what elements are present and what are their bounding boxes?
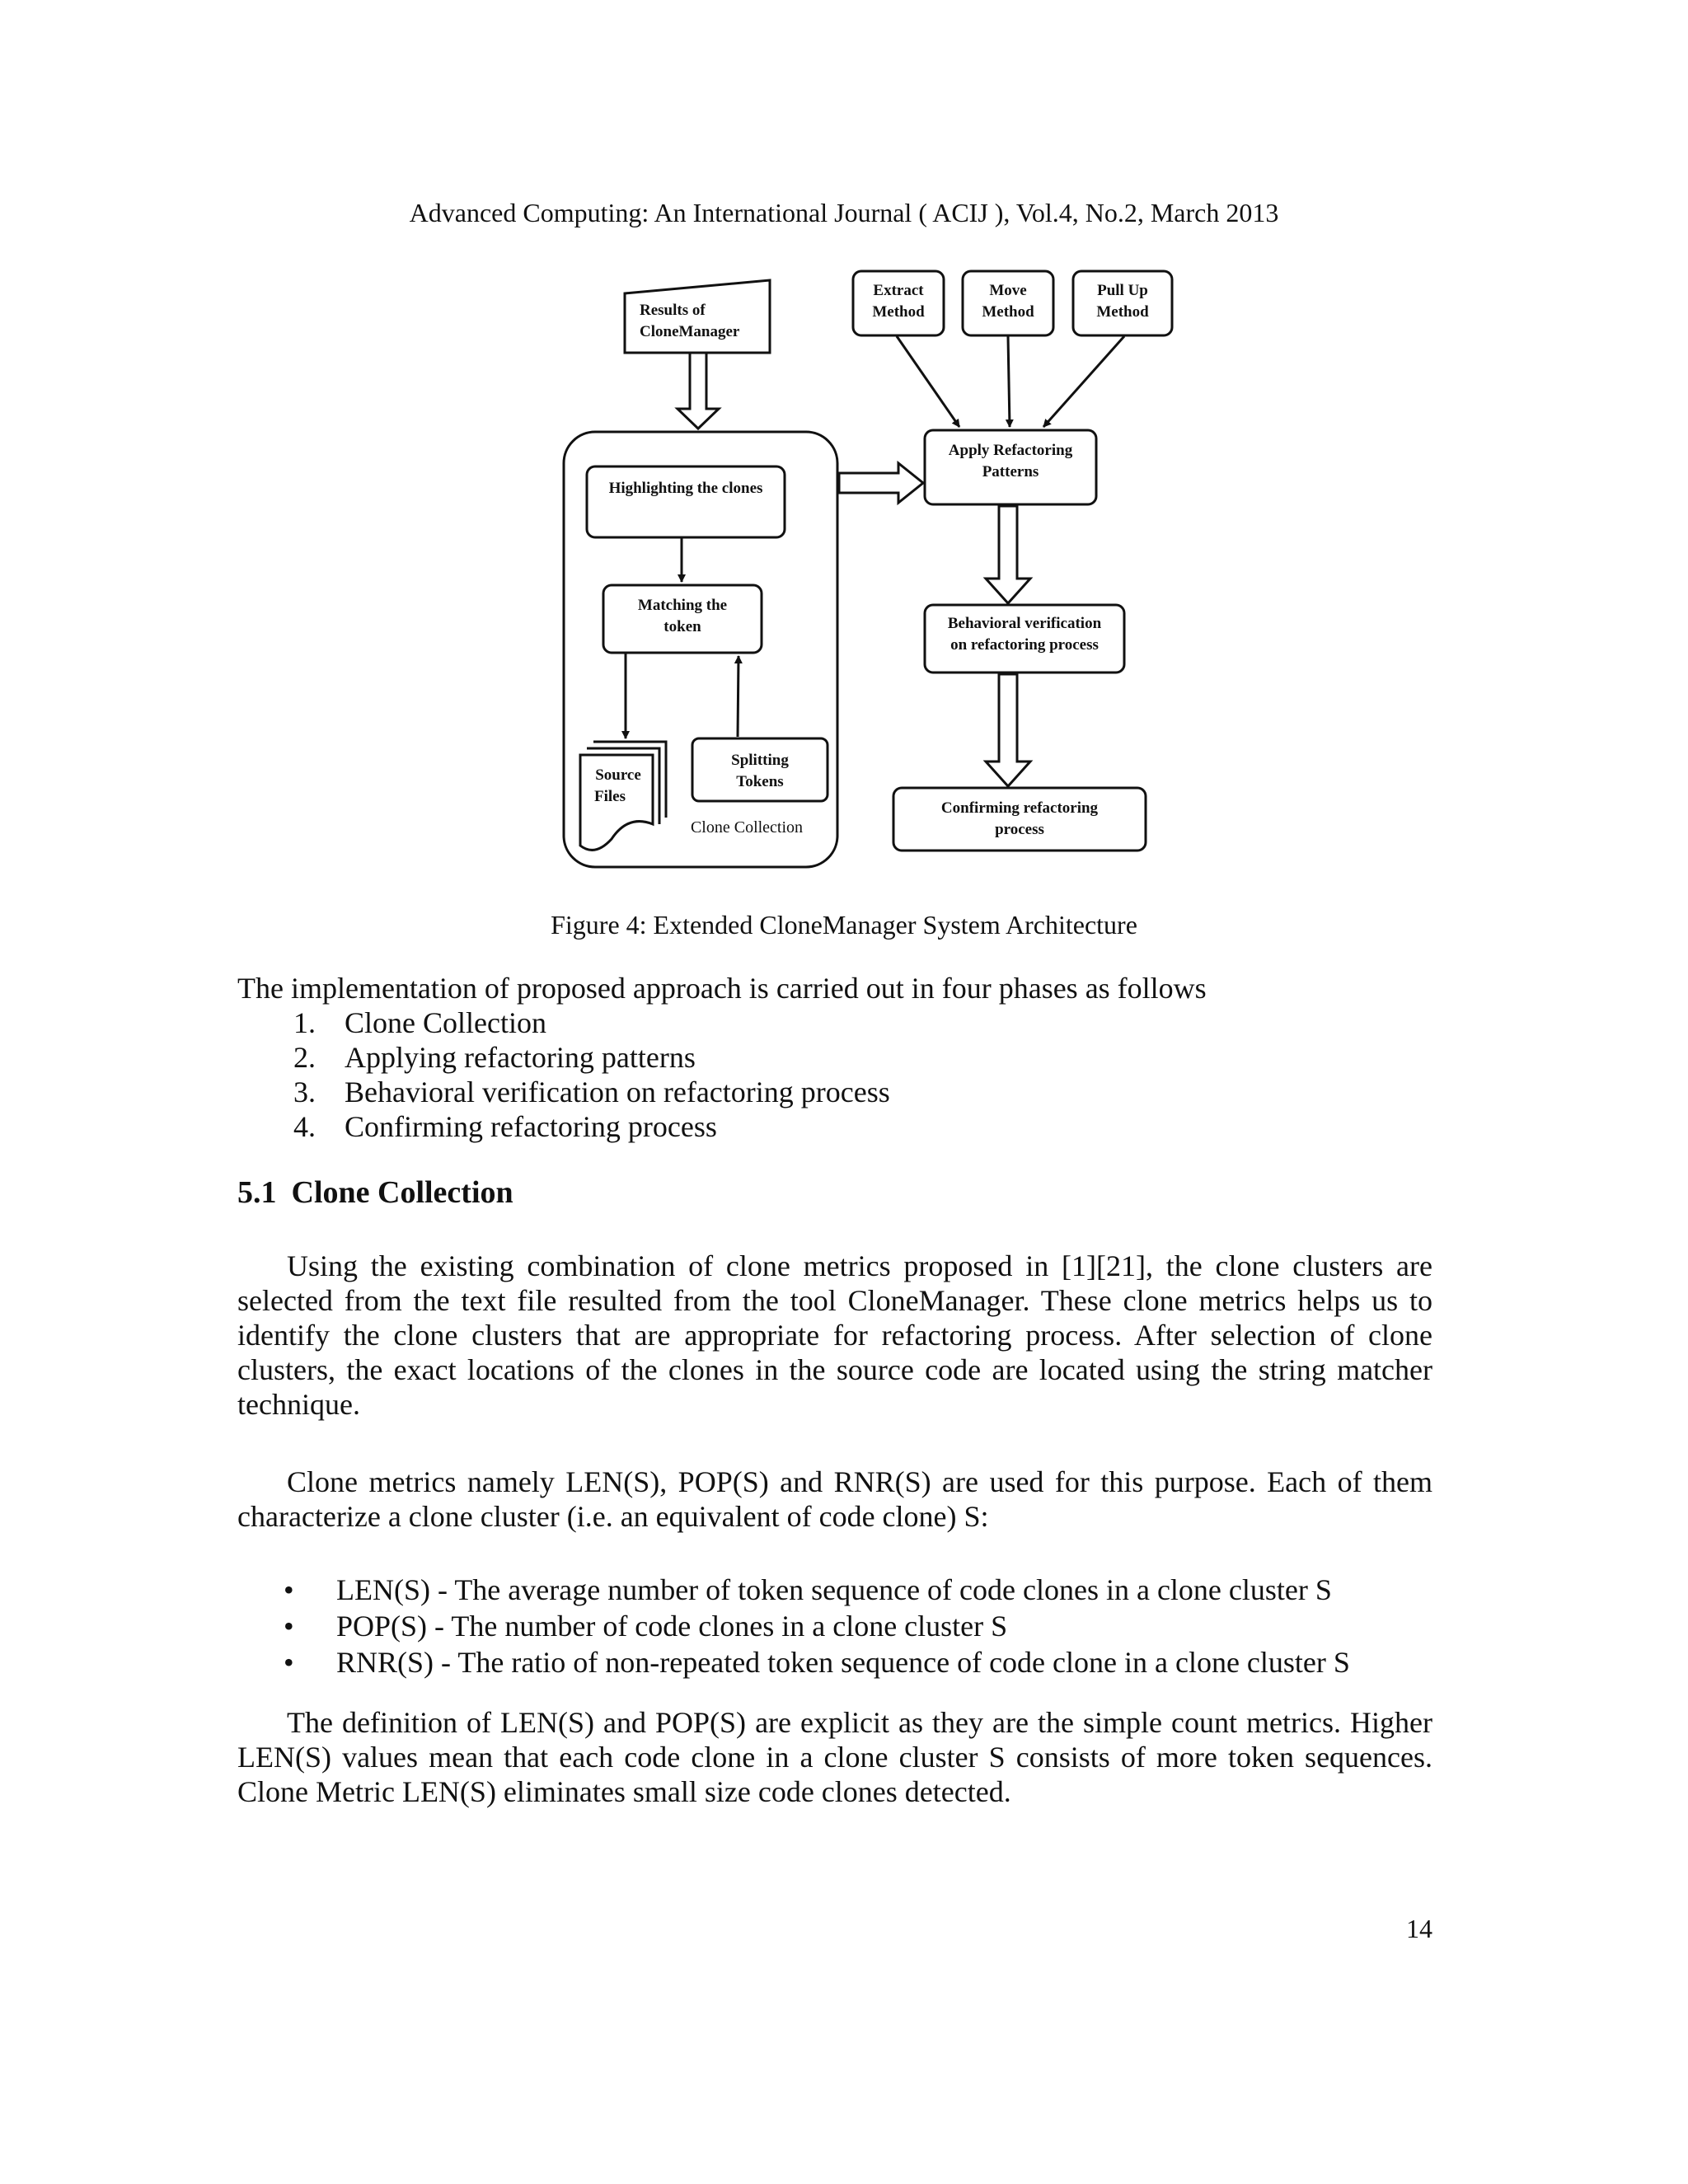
results-label-2: CloneManager [640, 323, 740, 340]
behavioral-label-2: on refactoring process [950, 636, 1099, 654]
phase-item: 1.Clone Collection [293, 1006, 546, 1039]
results-box [623, 279, 771, 354]
splitting-label-1: Splitting [731, 752, 789, 769]
paragraph-clone-metrics-selection: Using the existing combination of clone … [237, 1249, 1432, 1421]
move-method-box [961, 269, 1055, 337]
figure-caption: Figure 4: Extended CloneManager System A… [551, 910, 1137, 940]
arrow-move-apply [1005, 335, 1014, 428]
extract-label-1: Extract [873, 282, 924, 299]
apply-label-2: Patterns [982, 463, 1039, 480]
extract-label-2: Method [872, 303, 925, 321]
extract-method-box [851, 269, 945, 337]
matching-token-box [602, 583, 763, 654]
matching-label-2: token [663, 618, 701, 635]
apply-refactoring-box [923, 429, 1098, 506]
hollow-arrow-results [674, 351, 722, 431]
metric-item: •LEN(S) - The average number of token se… [284, 1573, 1332, 1606]
metric-item: •POP(S) - The number of code clones in a… [284, 1610, 1008, 1643]
move-label-2: Method [982, 303, 1034, 321]
results-label-1: Results of [640, 302, 706, 319]
phase-item: 4.Confirming refactoring process [293, 1110, 717, 1143]
confirming-label-1: Confirming refactoring [941, 799, 1099, 817]
behavioral-label-1: Behavioral verification [948, 615, 1102, 632]
phases-intro: The implementation of proposed approach … [237, 972, 1207, 1005]
matching-label-1: Matching the [638, 597, 727, 614]
phase-item: 2.Applying refactoring patterns [293, 1041, 696, 1074]
phases-list: 1.Clone Collection 2.Applying refactorin… [237, 1005, 890, 1144]
architecture-figure: Results of CloneManager Extract Method M… [562, 269, 1174, 869]
behavioral-verification-box [923, 603, 1126, 674]
hollow-arrow-apply-behavioral [982, 504, 1034, 606]
source-label-2: Files [594, 788, 626, 805]
pullup-label-1: Pull Up [1097, 282, 1148, 299]
pullup-label-2: Method [1096, 303, 1149, 321]
page-number: 14 [1406, 1914, 1432, 1943]
metrics-list: •LEN(S) - The average number of token se… [237, 1572, 1350, 1680]
move-label-1: Move [989, 282, 1026, 299]
arrow-extract-apply [895, 335, 961, 428]
splitting-tokens-box [691, 737, 829, 803]
bullet-icon: • [284, 1646, 294, 1679]
paragraph-metrics-intro: Clone metrics namely LEN(S), POP(S) and … [237, 1465, 1432, 1533]
arrow-pullup-apply [1042, 335, 1126, 428]
section-title: Clone Collection [291, 1175, 513, 1210]
source-label-1: Source [595, 766, 641, 784]
splitting-label-2: Tokens [736, 773, 783, 790]
confirming-refactoring-box [892, 786, 1147, 852]
apply-label-1: Apply Refactoring [949, 442, 1073, 459]
highlighting-box [585, 465, 786, 539]
bullet-icon: • [284, 1573, 294, 1606]
confirming-label-2: process [995, 821, 1044, 838]
phase-item: 3.Behavioral verification on refactoring… [293, 1076, 890, 1108]
clone-collection-container [562, 430, 839, 869]
clone-collection-label: Clone Collection [691, 818, 803, 837]
metric-item: •RNR(S) - The ratio of non-repeated toke… [284, 1646, 1350, 1679]
section-number: 5.1 [237, 1175, 277, 1210]
pull-up-method-box [1071, 269, 1174, 337]
section-heading: 5.1 Clone Collection [237, 1174, 513, 1211]
hollow-arrow-behavioral-confirming [982, 673, 1034, 789]
hollow-arrow-to-apply [837, 460, 926, 506]
highlighting-label: Highlighting the clones [609, 480, 763, 497]
source-files-document [579, 740, 668, 851]
bullet-icon: • [284, 1610, 294, 1643]
paragraph-len-pop-definition: The definition of LEN(S) and POP(S) are … [237, 1706, 1432, 1808]
journal-header: Advanced Computing: An International Jou… [409, 198, 1279, 227]
